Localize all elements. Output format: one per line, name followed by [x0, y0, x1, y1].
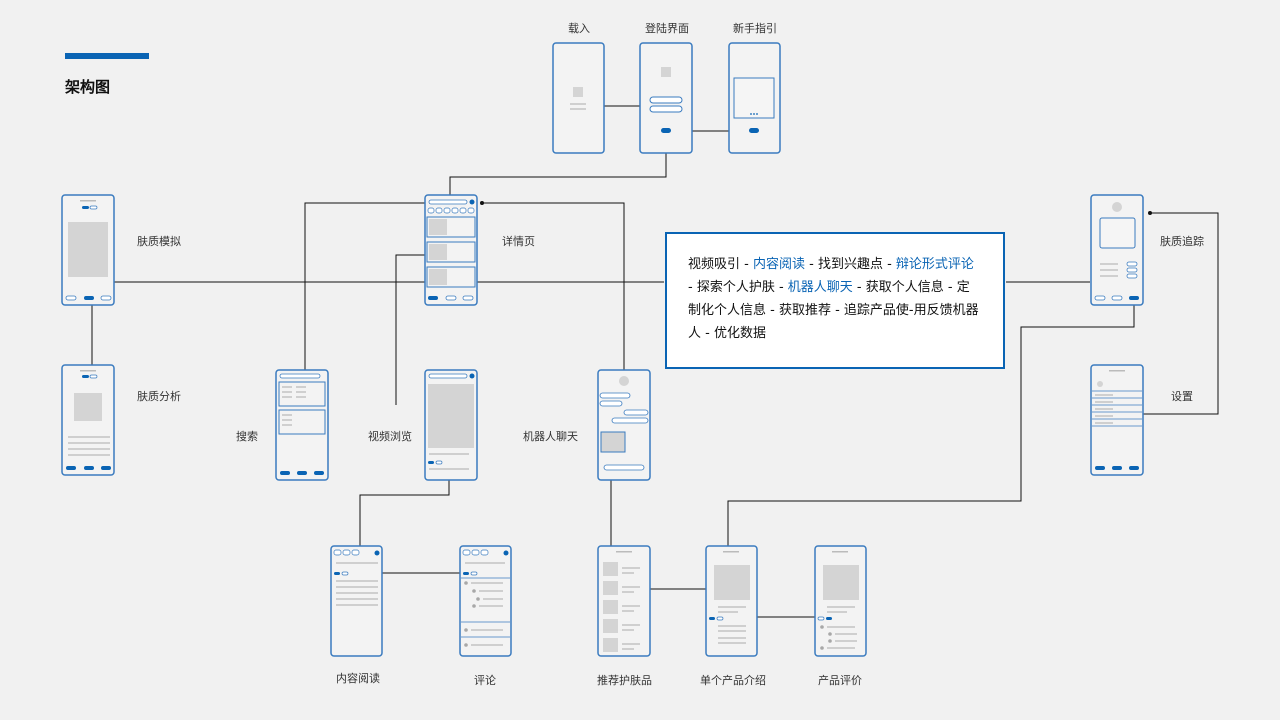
flow-text: - 找到兴趣点 - — [804, 257, 896, 272]
label-skin-track: 肤质追踪 — [1160, 235, 1204, 248]
wireframe-skin-analysis — [61, 364, 115, 476]
flow-text: 视频吸引 - — [688, 257, 753, 272]
wireframe-guide — [728, 42, 781, 154]
wireframe-skin-sim — [61, 194, 115, 306]
wireframe-login — [639, 42, 693, 154]
wireframe-detail — [424, 194, 478, 306]
label-skin-sim: 肤质模拟 — [137, 235, 181, 248]
label-product-intro: 单个产品介绍 — [700, 674, 766, 687]
label-login: 登陆界面 — [645, 22, 689, 35]
wireframe-search — [275, 369, 329, 481]
wireframe-reading — [330, 545, 383, 657]
label-loading: 载入 — [568, 22, 590, 35]
label-reading: 内容阅读 — [336, 672, 380, 685]
wireframe-product-review — [814, 545, 867, 657]
flow-highlight-debate: 辩论形式评论 — [895, 257, 974, 272]
label-search: 搜索 — [236, 430, 258, 443]
label-recommend: 推荐护肤品 — [597, 674, 652, 687]
label-video: 视频浏览 — [368, 430, 412, 443]
label-detail: 详情页 — [502, 235, 535, 248]
wireframe-video — [424, 369, 478, 481]
flow-highlight-reading: 内容阅读 — [752, 257, 805, 272]
user-flow-box: 视频吸引 - 内容阅读 - 找到兴趣点 - 辩论形式评论 - 探索个人护肤 - … — [665, 232, 1005, 369]
wireframe-product-intro — [705, 545, 758, 657]
wireframe-settings — [1090, 364, 1144, 476]
wireframe-recommend — [597, 545, 651, 657]
flow-highlight-robot: 机器人聊天 — [787, 280, 853, 295]
wireframe-comment — [459, 545, 512, 657]
wireframe-loading — [552, 42, 605, 154]
label-skin-analysis: 肤质分析 — [137, 390, 181, 403]
label-settings: 设置 — [1171, 390, 1193, 403]
wireframe-skin-track — [1090, 194, 1144, 306]
connector-lines — [91, 105, 1219, 618]
label-guide: 新手指引 — [733, 22, 777, 35]
wireframe-robot-chat — [597, 369, 651, 481]
flow-text: - 探索个人护肤 - — [688, 280, 788, 295]
title-accent-bar — [65, 53, 149, 59]
label-robot-chat: 机器人聊天 — [523, 430, 578, 443]
page-title: 架构图 — [65, 78, 111, 96]
label-comment: 评论 — [474, 674, 496, 687]
flow-text: - 获取个人信息 - 定制化个人信息 - 获取推荐 - 追踪产品使-用反馈机器人… — [688, 280, 979, 341]
label-product-review: 产品评价 — [818, 674, 862, 687]
